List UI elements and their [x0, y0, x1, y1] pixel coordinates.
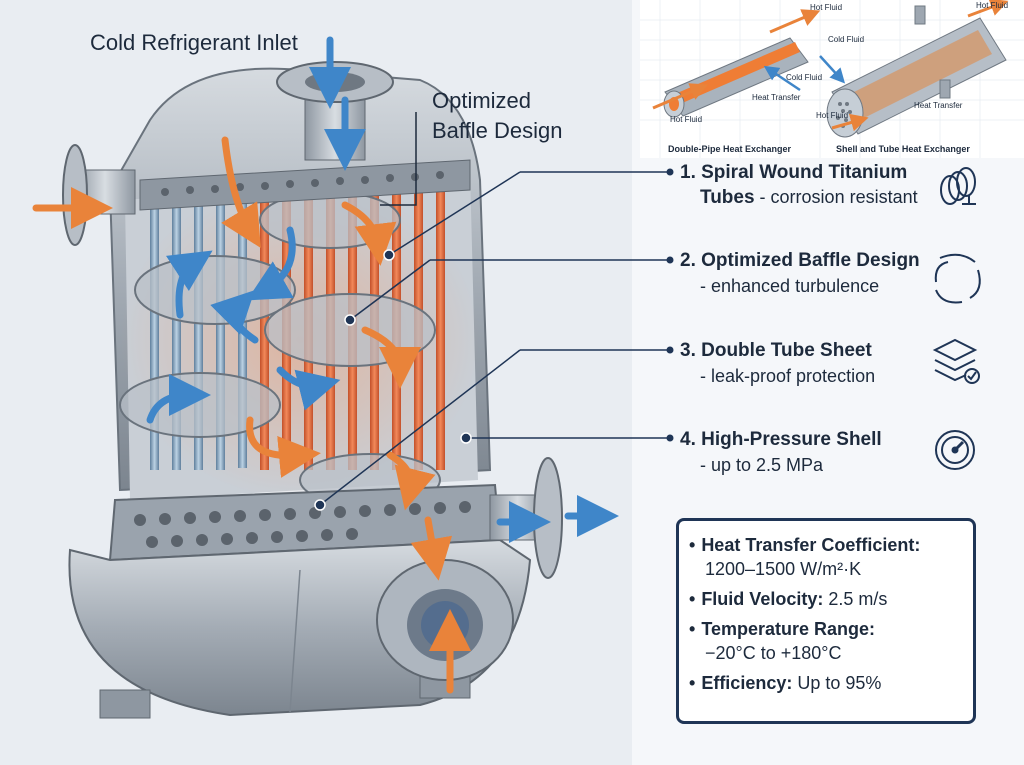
callout-1-line2: Tubes - corrosion resistant [700, 187, 918, 208]
callout-leaders [319, 171, 670, 506]
baffle-design-label-line2: Baffle Design [432, 118, 562, 143]
spec-label: Heat Transfer Coefficient: [701, 535, 921, 555]
baffle-label-leader [380, 112, 417, 206]
inset-dp-hot-fluid-bottom: Hot Fluid [670, 115, 702, 124]
cold-refrigerant-inlet-label: Cold Refrigerant Inlet [90, 30, 298, 55]
heat-exchanger-body [32, 36, 619, 719]
callout-3: 3. Double Tube Sheet - leak-proof protec… [680, 338, 980, 386]
spec-value: Up to 95% [792, 673, 882, 693]
callout-2-sub: - enhanced turbulence [700, 276, 879, 296]
spec-label: Efficiency: [701, 673, 793, 693]
inset-st-cold-fluid: Cold Fluid [828, 35, 864, 44]
spec-efficiency: •Efficiency: Up to 95% [689, 673, 882, 693]
callout-2: 2. Optimized Baffle Design - enhanced tu… [680, 250, 981, 304]
callout-2-title: 2. Optimized Baffle Design [680, 250, 920, 271]
baffle-design-label-line1: Optimized [432, 88, 531, 113]
spiral-tube-icon [940, 167, 976, 205]
callout-4-sub: - up to 2.5 MPa [700, 455, 824, 475]
spec-value: 2.5 m/s [823, 589, 888, 609]
inset-st-hot-fluid-bottom: Hot Fluid [816, 111, 848, 120]
inset-dp-heat-transfer: Heat Transfer [752, 93, 801, 102]
callout-dots [314, 168, 674, 511]
callout-1-title: 1. Spiral Wound Titanium [680, 162, 907, 183]
support-foot-left [99, 689, 151, 719]
flow-arrows [32, 36, 619, 694]
spec-temperature-range: •Temperature Range: −20°C to +180°C [689, 617, 963, 665]
spec-value: −20°C to +180°C [705, 643, 842, 663]
double-pipe-illustration [652, 9, 821, 118]
layers-check-icon [932, 338, 980, 384]
spec-label: Fluid Velocity: [701, 589, 824, 609]
inset-diagrams: Hot Fluid Cold Fluid Heat Transfer Hot F… [640, 0, 1024, 158]
callout-1-title2: Tubes [700, 187, 755, 208]
bottom-inlet-nozzle [376, 559, 514, 681]
inset-dp-hot-fluid-top: Hot Fluid [810, 3, 842, 12]
inset-st-heat-transfer: Heat Transfer [914, 101, 963, 110]
specifications-box: •Heat Transfer Coefficient: 1200–1500 W/… [676, 518, 976, 724]
gauge-icon [935, 430, 975, 470]
inset-dp-cold-fluid: Cold Fluid [786, 73, 822, 82]
shell-tube-illustration [819, 0, 1009, 138]
callout-3-title: 3. Double Tube Sheet [680, 340, 872, 361]
spec-fluid-velocity: •Fluid Velocity: 2.5 m/s [689, 589, 888, 609]
spec-heat-transfer-coefficient: •Heat Transfer Coefficient: 1200–1500 W/… [689, 533, 963, 581]
spec-label: Temperature Range: [701, 619, 876, 639]
inset-dp-caption: Double-Pipe Heat Exchanger [668, 144, 792, 154]
spec-value: 1200–1500 W/m²·K [705, 559, 862, 579]
inset-st-caption: Shell and Tube Heat Exchanger [836, 144, 970, 154]
callout-3-sub: - leak-proof protection [700, 366, 875, 386]
turbulence-icon [934, 253, 981, 304]
callout-1-sub: - corrosion resistant [755, 187, 918, 207]
callout-1: 1. Spiral Wound Titanium Tubes - corrosi… [680, 162, 976, 208]
inset-st-hot-fluid-top: Hot Fluid [976, 1, 1008, 10]
callout-4: 4. High-Pressure Shell - up to 2.5 MPa [680, 429, 975, 475]
callout-4-title: 4. High-Pressure Shell [680, 429, 882, 450]
